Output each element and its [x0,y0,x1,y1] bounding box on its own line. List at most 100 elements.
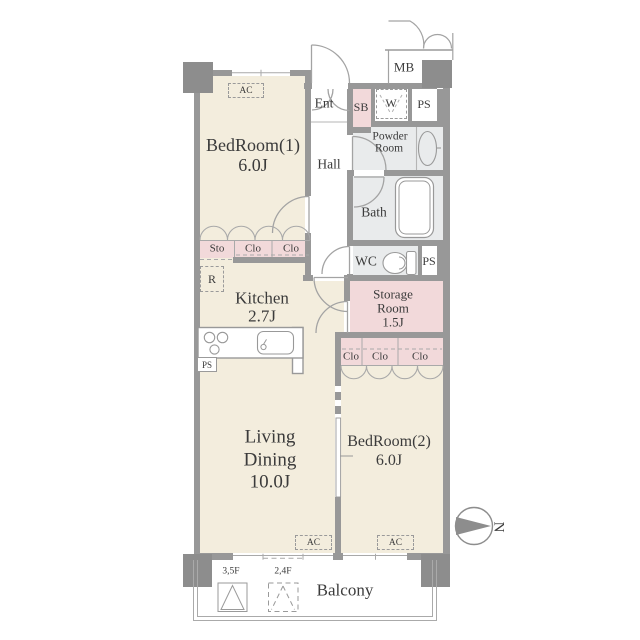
ac-label: AC [388,537,403,548]
wall [194,70,232,76]
pillar-top-right [422,60,452,88]
kitchen-area: 2.7J [248,306,276,326]
compass-icon [454,506,494,546]
storage-name1: Storage [373,286,413,302]
clo-label: Clo [245,242,261,255]
room-powder [353,127,443,170]
bath-name: Bath [361,204,387,220]
wall [347,240,443,246]
wall [290,70,311,76]
ac-unit-bedroom2: AC [377,535,414,550]
hall-door [313,276,349,313]
balcony-35f: 3,5F [222,566,240,577]
room-kitchen [200,258,305,281]
storage-door [315,300,349,334]
ps-label: PS [201,359,212,370]
north-label: N [490,521,507,533]
wall [335,338,341,378]
kitchen-sink-icon [256,330,295,355]
ent-name: Ent [314,95,334,111]
room-bedroom1 [200,76,305,240]
wall [437,89,443,121]
ps-mid-label: PS [422,254,436,268]
closet-row-bedroom2 [341,338,443,366]
wall [443,88,450,560]
bath-door [353,176,385,208]
sliding-partition [335,378,353,498]
wc-name: WC [355,253,377,269]
balcony-24f: 2,4F [274,566,292,577]
wall [371,121,443,127]
wall [344,281,350,301]
washer-label: W [385,96,397,110]
stove-burner-icon [209,344,220,355]
closet-cell-lines [200,241,442,366]
clo-label: Clo [412,350,428,363]
kitchen-name: Kitchen [235,288,289,308]
wall [347,89,353,135]
wall [347,127,371,133]
wall [233,257,310,263]
living-name1: Living [244,426,296,448]
wall [305,70,311,196]
bathtub-icon [394,176,435,239]
bedroom1-name: BedRoom(1) [206,135,300,155]
balcony-name: Balcony [316,580,374,600]
wall [348,83,437,89]
wall [194,70,200,560]
entrance-door [310,44,351,112]
closet-scallops-bedroom2 [340,365,444,380]
bathroom-sink-icon [415,127,441,170]
wall [437,246,443,275]
wall [347,170,353,246]
ac-unit-bedroom1: AC [228,83,264,98]
kitchen-counter [197,326,304,375]
wall [418,246,422,275]
living-area: 10.0J [249,471,291,493]
wall [408,89,412,121]
storage-name2: Room [377,300,409,316]
ac-label: AC [239,85,253,96]
wall [303,275,313,281]
wc-door [321,245,351,275]
room-bedroom2 [341,366,443,553]
window-living [233,553,333,560]
closet-row-bedroom1 [200,240,310,258]
stove-burner-icon [216,331,229,344]
clo-label: Clo [343,350,359,363]
wall [347,170,354,176]
refrigerator-label: R [207,271,216,286]
sb-label: SB [353,100,369,114]
clo-label: Clo [372,350,388,363]
room-storage [350,281,443,332]
powder-room-door [351,135,387,171]
refrigerator-space: R [200,266,224,292]
wall [344,275,443,281]
stove-burner-icon [203,331,216,344]
closet-scallops-bedroom1 [199,225,311,241]
meter-box-doors [385,20,454,84]
bedroom1-area: 6.0J [238,155,268,175]
bedroom2-name: BedRoom(2) [347,433,431,450]
wall [371,89,375,121]
powder-name1: Powder [372,130,408,143]
toilet-icon [382,250,417,276]
balcony-symbol-24 [268,582,299,612]
mb-label: MB [393,59,415,75]
ac-unit-living: AC [295,535,332,550]
pillar-top-left [183,62,213,93]
living-name2: Dining [243,449,297,471]
washer-hookup-icon [379,94,403,115]
storage-area: 1.5J [382,314,404,330]
shoe-box-area [351,89,371,127]
wall [333,553,343,560]
balcony-outline [193,560,437,621]
powder-name2: Room [374,141,404,154]
pillar-bottom-right [421,554,450,587]
room-living-dining [200,338,335,553]
hall-name: Hall [317,156,341,172]
wall [194,553,233,560]
clo-label: Clo [283,242,299,255]
ps-top-label: PS [417,97,431,111]
